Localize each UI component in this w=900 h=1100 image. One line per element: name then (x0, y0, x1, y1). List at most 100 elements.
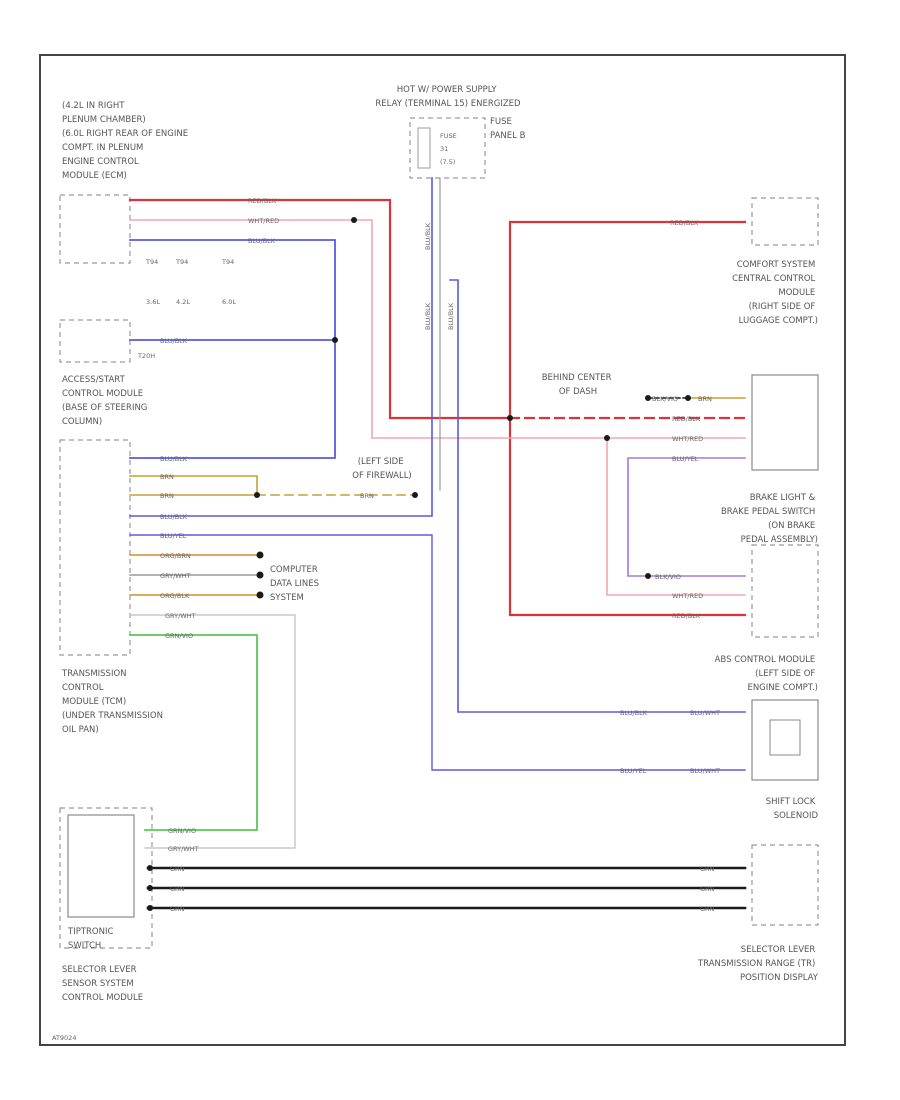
wire-label: BRN (160, 492, 174, 500)
wire-label: RED/BLK (672, 612, 701, 620)
wire-label: GRN (170, 905, 185, 913)
splice-dot (685, 395, 691, 401)
wire-label: BLU/YEL (672, 455, 699, 463)
wire-label: RED/BLK (248, 197, 277, 205)
wire-label: BLU/BLK (447, 302, 455, 330)
wire-label: GRY/WHT (165, 612, 196, 620)
wire-label: GRN/VIO (168, 827, 196, 835)
wire-label: GRN (700, 885, 715, 893)
wire-label: GRN (170, 885, 185, 893)
wire-red-ecm (128, 198, 512, 420)
splice-dot (507, 415, 513, 421)
wire-label: BLU/BLK (160, 513, 188, 521)
wire-blue-yel (129, 534, 746, 771)
wire-label: BLU/BLK (160, 455, 188, 463)
shift-lock-solenoid-symbol (769, 719, 801, 756)
wires (128, 177, 747, 910)
access-connector-label: T20H (137, 352, 155, 360)
wire-label: BLU/BLK (424, 222, 432, 250)
wire-label: BLU/BLK (424, 302, 432, 330)
fuse-panel-label: FUSE PANEL B (490, 117, 526, 141)
footer-code: AT9024 (52, 1034, 76, 1042)
selector-display-label: SELECTOR LEVER TRANSMISSION RANGE (TR) P… (697, 945, 819, 983)
wire-label: BLU/BLK (160, 337, 188, 345)
wire-label: GRN (170, 865, 185, 873)
fuse-symbol (417, 127, 431, 169)
wire-brown-1 (129, 475, 258, 496)
splice-dot (332, 337, 338, 343)
wire-label: GRN/VIO (165, 632, 193, 640)
wire-green-tiptronic (129, 634, 258, 831)
splice-dot (254, 492, 260, 498)
comfort-module-label: COMFORT SYSTEM CENTRAL CONTROL MODULE (R… (732, 260, 818, 326)
wire-label: ORG/BRN (160, 552, 191, 560)
abs-module-box (751, 699, 819, 781)
wire-label: GRY/WHT (160, 572, 191, 580)
splice-dot (256, 551, 264, 559)
wire-label: BLK/VIO (655, 573, 681, 581)
tiptronic-switch-box (67, 814, 135, 918)
wire-label: BLU/YEL (160, 532, 187, 540)
splice-dot (351, 217, 357, 223)
tcm-label: TRANSMISSION CONTROL MODULE (TCM) (UNDER… (61, 669, 166, 735)
wire-label: BLU/YEL (620, 767, 647, 775)
ecm-variant-labels: 3.6L 4.2L 6.0L (146, 298, 236, 306)
shift-lock-label: SHIFT LOCK SOLENOID (766, 797, 819, 821)
computer-data-lines-label: COMPUTER DATA LINES SYSTEM (270, 565, 322, 603)
wire-gray-tiptronic (129, 614, 296, 849)
brake-lower-box (751, 544, 819, 638)
wire-label: BLK/VIO (652, 395, 678, 403)
ecm-connector-labels: T94 T94 T94 (145, 258, 234, 266)
wire-labels: RED/BLK WHT/RED BLU/BLK RED/BLK BLU/BLK … (160, 197, 720, 913)
splice-dot (147, 885, 153, 891)
comfort-module-box (751, 197, 819, 246)
wire-label: BRN (160, 473, 174, 481)
wire-label: BLU/WHT (690, 767, 720, 775)
splice-dot (147, 865, 153, 871)
splice-dot (604, 435, 610, 441)
diagram-frame (39, 54, 846, 1046)
wire-wht-red-brake (606, 437, 746, 596)
hot-at-label: HOT W/ POWER SUPPLY RELAY (TERMINAL 15) … (375, 85, 521, 109)
wire-label: RED/BLK (672, 415, 701, 423)
splice-dot (256, 591, 264, 599)
ecm-connector-box (59, 194, 131, 264)
tcm-box (59, 439, 131, 656)
splice-dot (147, 905, 153, 911)
selector-sensor-label: SELECTOR LEVER SENSOR SYSTEM CONTROL MOD… (62, 965, 143, 1003)
wire-label: BLU/WHT (690, 709, 720, 717)
splice-dot (645, 395, 651, 401)
wire-violet-brake (627, 457, 746, 577)
wire-label: WHT/RED (248, 217, 279, 225)
wire-label: WHT/RED (672, 592, 703, 600)
wire-label: BRN (698, 395, 712, 403)
wire-label: ORG/BLK (160, 592, 190, 600)
wire-blue-fuse (129, 177, 433, 517)
wire-label: RED/BLK (670, 219, 699, 227)
ecm-label: (4.2L IN RIGHT PLENUM CHAMBER) (6.0L RIG… (62, 101, 191, 181)
wire-label: BLU/BLK (248, 237, 276, 245)
wire-label: GRN (700, 905, 715, 913)
ground-symbol (412, 492, 418, 498)
wire-blue-abs (449, 279, 746, 713)
selector-display-box (751, 844, 819, 926)
wire-label: BLU/BLK (620, 709, 648, 717)
tiptronic-label: TIPTRONIC SWITCH (67, 927, 116, 951)
brake-switch-label: BRAKE LIGHT & BRAKE PEDAL SWITCH (ON BRA… (721, 493, 818, 545)
brake-switch-box (751, 374, 819, 471)
wire-label: BRN (360, 492, 374, 500)
splice-dot (645, 573, 651, 579)
fuse-block (409, 117, 486, 179)
behind-dash-label: BEHIND CENTER OF DASH (542, 373, 615, 397)
abs-module-label: ABS CONTROL MODULE (LEFT SIDE OF ENGINE … (715, 655, 818, 693)
selector-sensor-module-box (59, 807, 153, 949)
splice-dot (256, 571, 264, 579)
access-start-label: ACCESS/START CONTROL MODULE (BASE OF STE… (62, 375, 150, 427)
wire-wht-red-ecm (129, 219, 746, 439)
component-labels: (4.2L IN RIGHT PLENUM CHAMBER) (6.0L RIG… (52, 85, 819, 1042)
wire-blue-ecm (129, 239, 336, 459)
firewall-label: (LEFT SIDE OF FIREWALL) (352, 457, 412, 481)
access-start-module-box (59, 319, 131, 363)
splices (147, 217, 691, 911)
wire-label: GRY/WHT (168, 845, 199, 853)
